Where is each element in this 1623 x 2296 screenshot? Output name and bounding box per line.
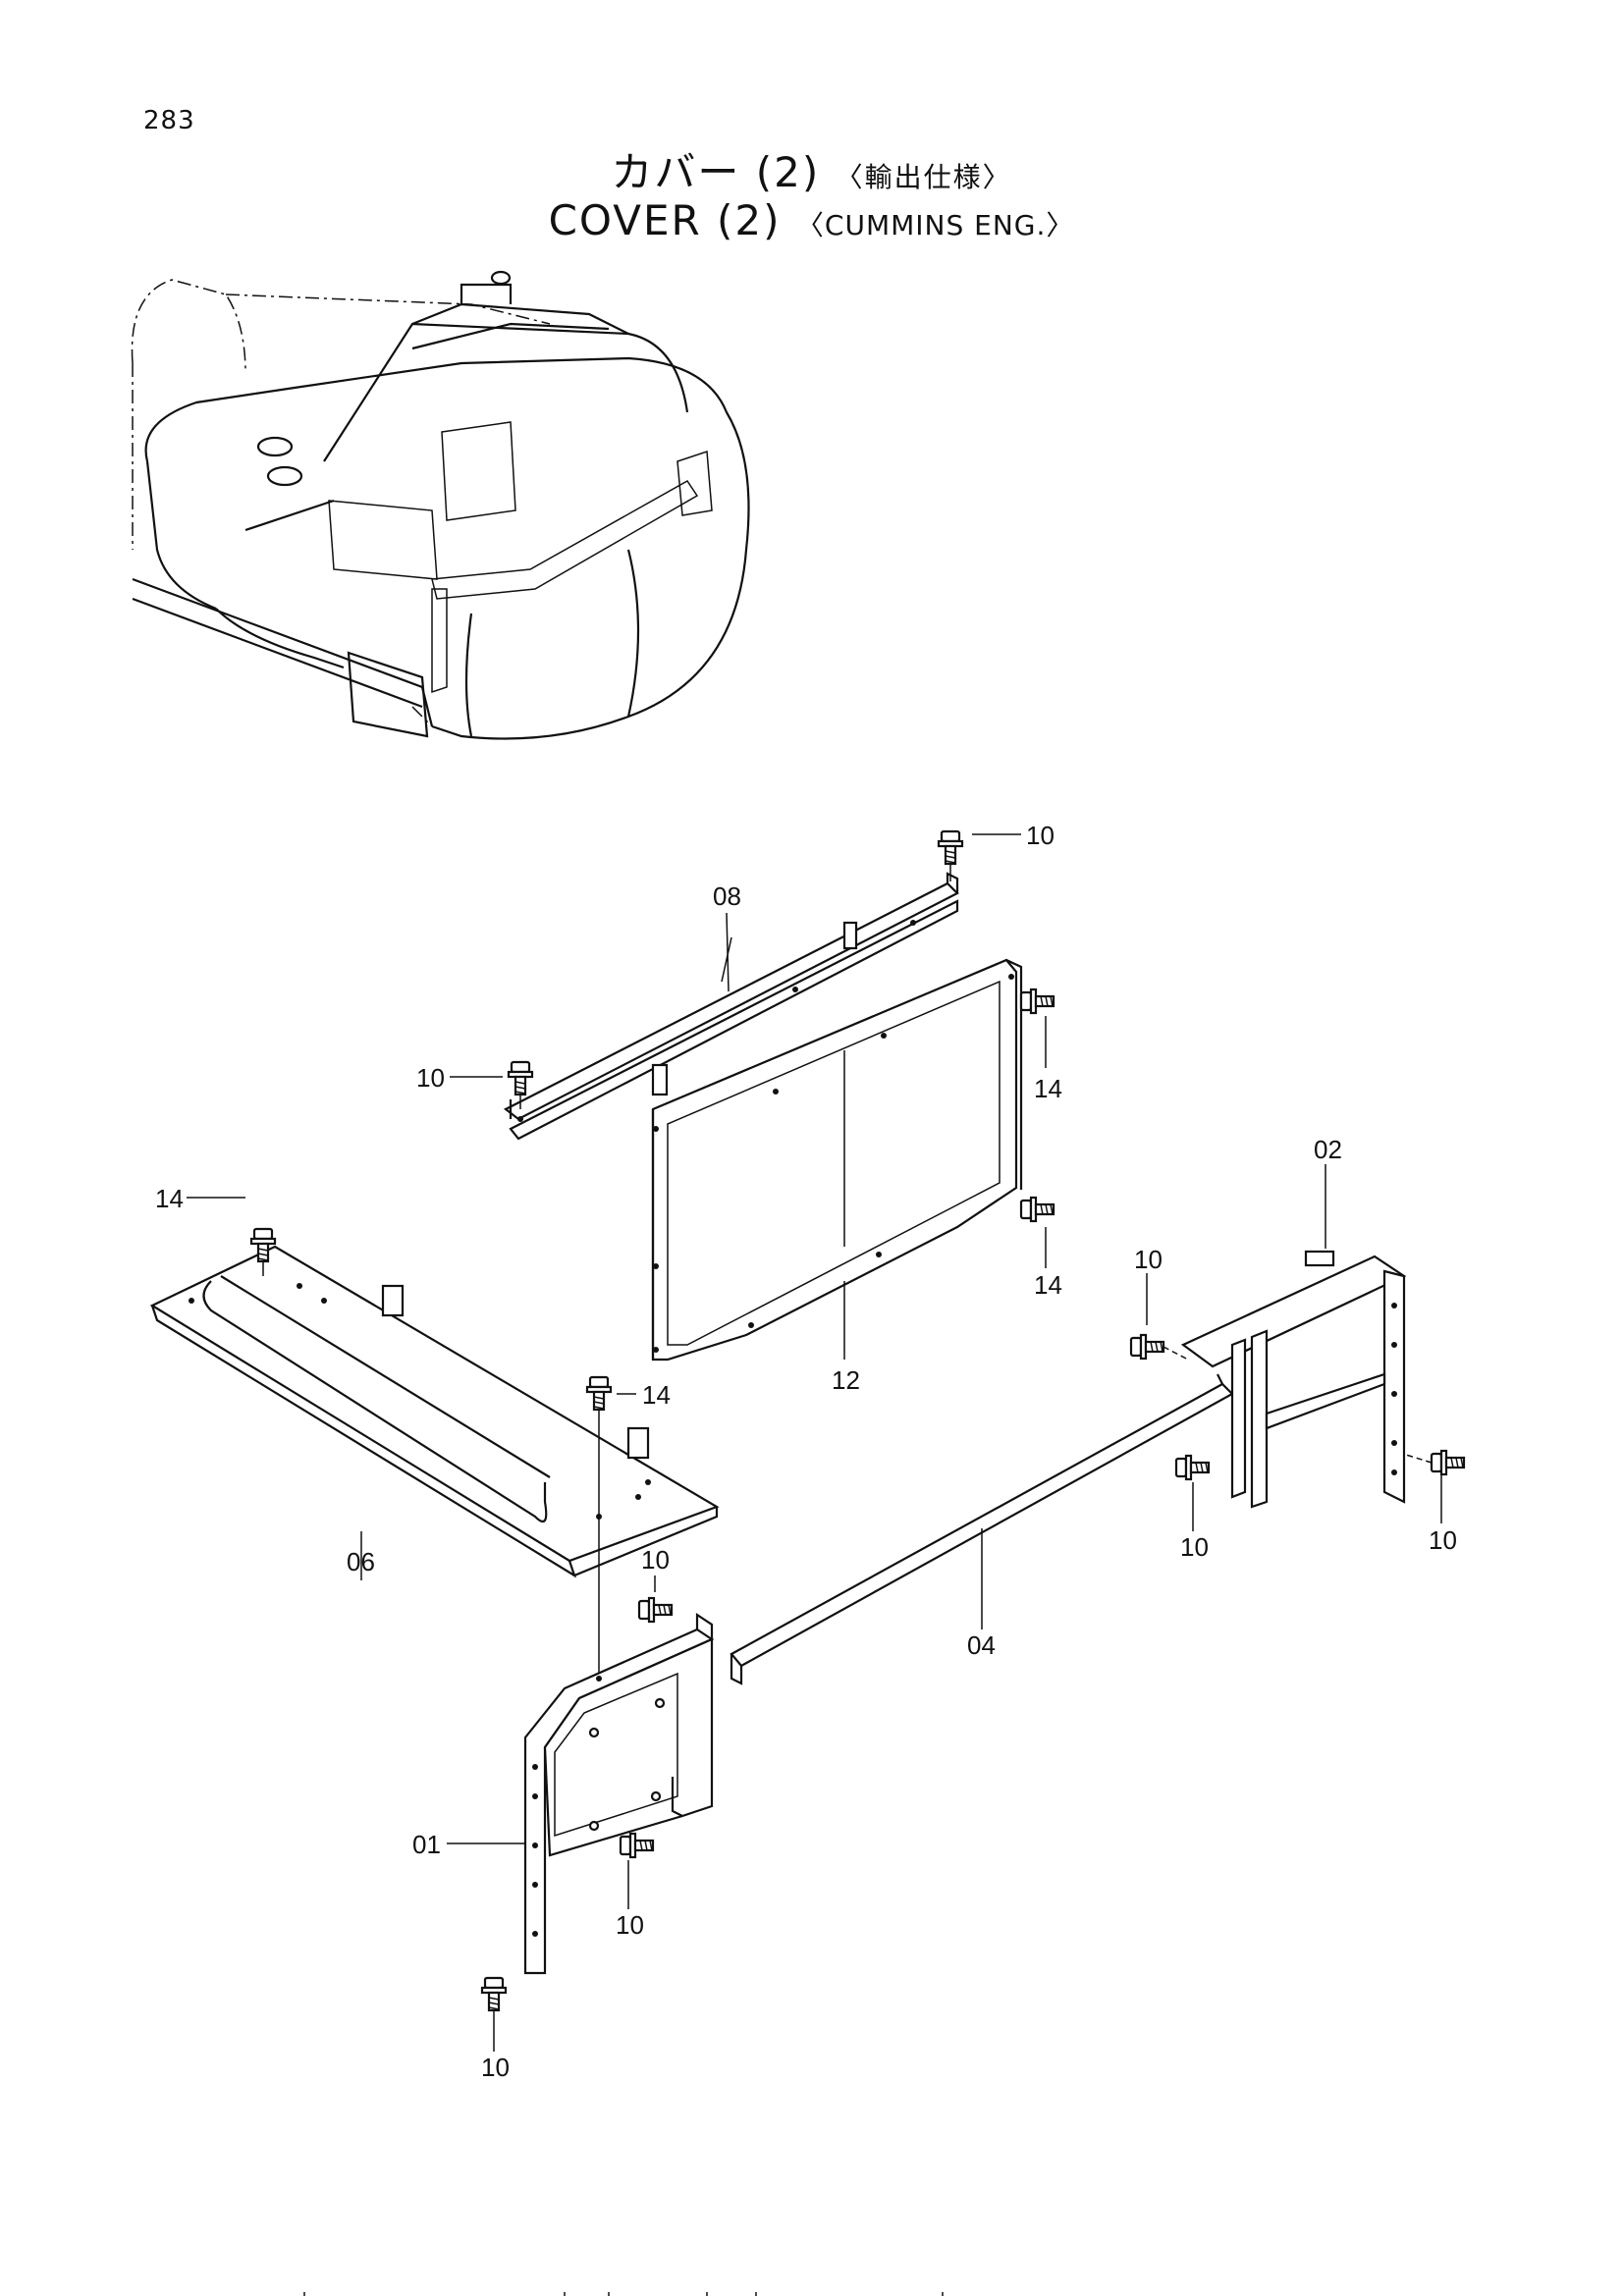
bottom-edge-marks	[303, 2292, 944, 2296]
bolt-10-bracket-bottom	[480, 1976, 508, 2012]
bolt-10-top	[937, 829, 964, 866]
bolt-14-plate-right	[585, 1375, 613, 1412]
title-english: COVER (2) 〈CUMMINS ENG.〉	[0, 196, 1623, 244]
callout-01: 01	[412, 1830, 441, 1859]
callout-10-bracket-top: 10	[641, 1545, 670, 1575]
callout-labels: 10 08 14 10 14 14 02 10 12 14 06 10 10 1…	[155, 821, 1457, 2082]
assembly-lines	[262, 864, 1433, 1674]
callout-08: 08	[713, 881, 741, 911]
callout-14-panel-top: 14	[1034, 1074, 1062, 1103]
bolt-10-bracket-mid	[619, 1832, 655, 1859]
callout-10-bracket-bottom: 10	[481, 2053, 510, 2082]
title-japanese: カバー (2) 〈輸出仕様〉	[0, 139, 1623, 199]
callout-10-rail: 10	[416, 1063, 445, 1093]
title-jp-note: 〈輸出仕様〉	[835, 161, 1012, 193]
callout-14-plate-right: 14	[642, 1380, 671, 1410]
machine-overview-sketch	[131, 270, 750, 740]
callout-14-panel-bottom: 14	[1034, 1270, 1062, 1300]
callout-10-frame-lower: 10	[1180, 1532, 1209, 1562]
callout-12: 12	[832, 1365, 860, 1395]
bolt-14-panel-top	[1019, 988, 1055, 1015]
part-01-left-bracket	[523, 1612, 715, 1975]
callout-06: 06	[347, 1547, 375, 1576]
callout-10-bracket-mid: 10	[616, 1910, 644, 1940]
bolt-10-bracket-top	[637, 1596, 674, 1624]
callout-04: 04	[967, 1630, 996, 1660]
callout-02: 02	[1314, 1135, 1342, 1164]
callout-10-top: 10	[1026, 821, 1055, 850]
part-02-right-frame	[1180, 1250, 1407, 1509]
part-08-upper-rail	[503, 872, 959, 1141]
callout-14-plate-left: 14	[155, 1184, 184, 1213]
title-jp-main: カバー (2)	[611, 148, 821, 196]
part-12-foam-panel	[651, 958, 1023, 1362]
page-number: 283	[143, 106, 195, 135]
leader-lines	[187, 833, 1442, 2052]
callout-10-frame-right: 10	[1429, 1525, 1457, 1555]
part-06-lower-plate	[149, 1245, 720, 1578]
callout-10-frame-left: 10	[1134, 1245, 1163, 1274]
bolt-10-frame-left	[1129, 1333, 1165, 1361]
title-en-main: COVER (2)	[548, 196, 782, 244]
bolt-10-rail-left	[507, 1060, 534, 1096]
bolt-10-frame-right	[1430, 1449, 1466, 1476]
bolt-10-frame-lower	[1174, 1454, 1211, 1481]
title-en-note: 〈CUMMINS ENG.〉	[795, 209, 1075, 241]
bolt-14-panel-bottom	[1019, 1196, 1055, 1223]
